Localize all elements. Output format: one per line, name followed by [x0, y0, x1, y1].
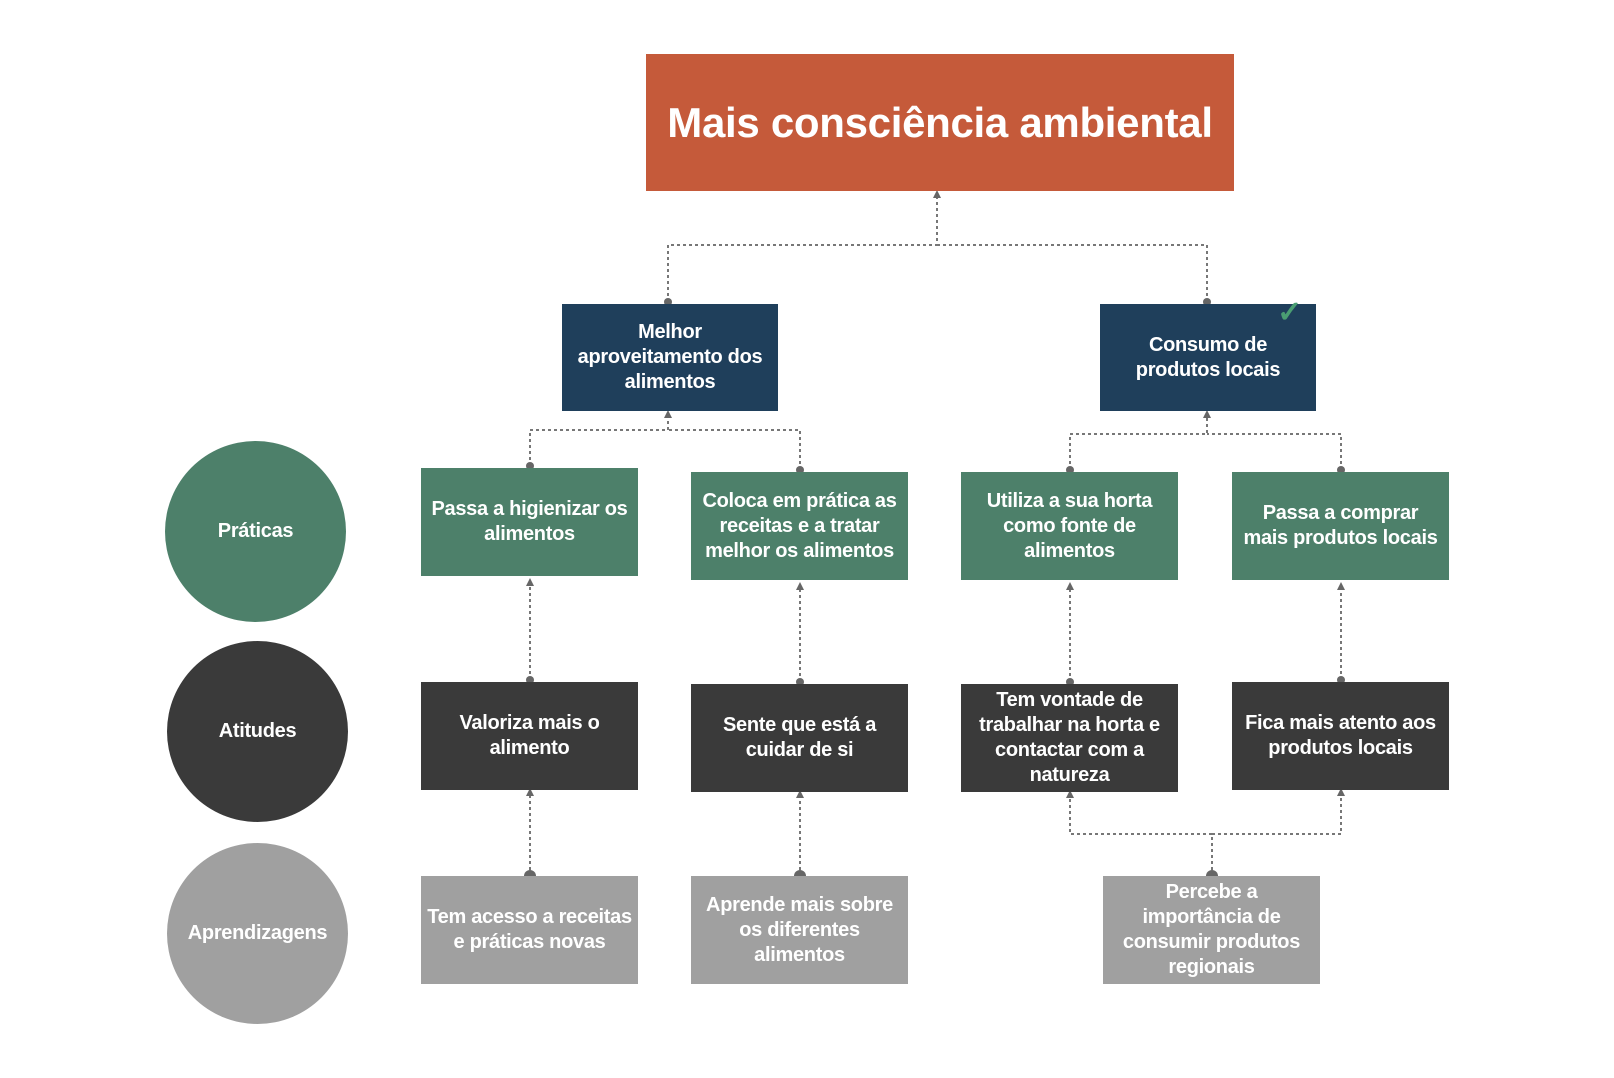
connector-pratica-2-objective-1	[668, 429, 801, 470]
pratica-box-2: Coloca em prática as receitas e a tratar…	[691, 472, 908, 580]
aprendizagem-label-2: Aprende mais sobre os diferentes aliment…	[706, 893, 893, 966]
goal-label: Mais consciência ambiental	[667, 98, 1213, 146]
pratica-label-4: Passa a comprar mais produtos locais	[1243, 502, 1438, 549]
goal-box: Mais consciência ambiental	[646, 54, 1234, 191]
atitude-box-3: Tem vontade de trabalhar na horta e cont…	[961, 684, 1178, 792]
atitude-box-4: Fica mais atento aos produtos locais	[1232, 682, 1449, 790]
row-label-aprendizagens-text: Aprendizagens	[187, 922, 328, 944]
row-label-praticas-text: Práticas	[217, 520, 294, 542]
atitude-label-4: Fica mais atento aos produtos locais	[1245, 712, 1436, 759]
connector-pratica-1-objective-1	[529, 410, 672, 466]
atitude-label-1: Valoriza mais o alimento	[459, 712, 600, 759]
connector-aprendizagem-3-atitude-4	[1212, 788, 1345, 835]
objective-box-2: Consumo de produtos locais ✓	[1100, 298, 1316, 411]
pratica-box-4: Passa a comprar mais produtos locais	[1232, 472, 1449, 580]
pratica-box-3: Utiliza a sua horta como fonte de alimen…	[961, 472, 1178, 580]
pratica-label-1: Passa a higienizar os alimentos	[431, 498, 628, 545]
connector-pratica-3-objective-2	[1069, 410, 1211, 470]
pratica-box-1: Passa a higienizar os alimentos	[421, 468, 638, 576]
connector-objective-1-goal	[667, 190, 941, 302]
aprendizagem-box-3: Percebe a importância de consumir produt…	[1103, 876, 1320, 984]
connector-objective-2-goal	[937, 244, 1208, 302]
objective-box-1: Melhor aproveitamento dos alimentos	[562, 304, 778, 411]
row-label-atitudes-text: Atitudes	[218, 720, 297, 742]
objective-label-1: Melhor aproveitamento dos alimentos	[577, 321, 763, 393]
objective-label-2: Consumo de produtos locais	[1135, 333, 1281, 381]
pratica-label-2: Coloca em prática as receitas e a tratar…	[702, 489, 897, 562]
row-label-atitudes: Atitudes	[167, 641, 348, 822]
aprendizagem-box-1: Tem acesso a receitas e práticas novas	[421, 876, 638, 984]
aprendizagem-box-2: Aprende mais sobre os diferentes aliment…	[691, 876, 908, 984]
pratica-label-3: Utiliza a sua horta como fonte de alimen…	[986, 489, 1153, 562]
atitude-box-1: Valoriza mais o alimento	[421, 682, 638, 790]
connector-pratica-4-objective-2	[1207, 433, 1342, 470]
aprendizagem-label-1: Tem acesso a receitas e práticas novas	[427, 906, 632, 953]
connector-aprendizagem-3-atitude-3	[1066, 790, 1213, 876]
row-label-aprendizagens: Aprendizagens	[167, 843, 348, 1024]
atitude-box-2: Sente que está a cuidar de si	[691, 684, 908, 792]
atitude-label-3: Tem vontade de trabalhar na horta e cont…	[979, 689, 1160, 786]
checkmark-icon: ✓	[1277, 296, 1302, 329]
atitude-label-2: Sente que está a cuidar de si	[722, 714, 877, 761]
row-label-praticas: Práticas	[165, 441, 346, 622]
aprendizagem-label-3: Percebe a importância de consumir produt…	[1122, 881, 1301, 978]
